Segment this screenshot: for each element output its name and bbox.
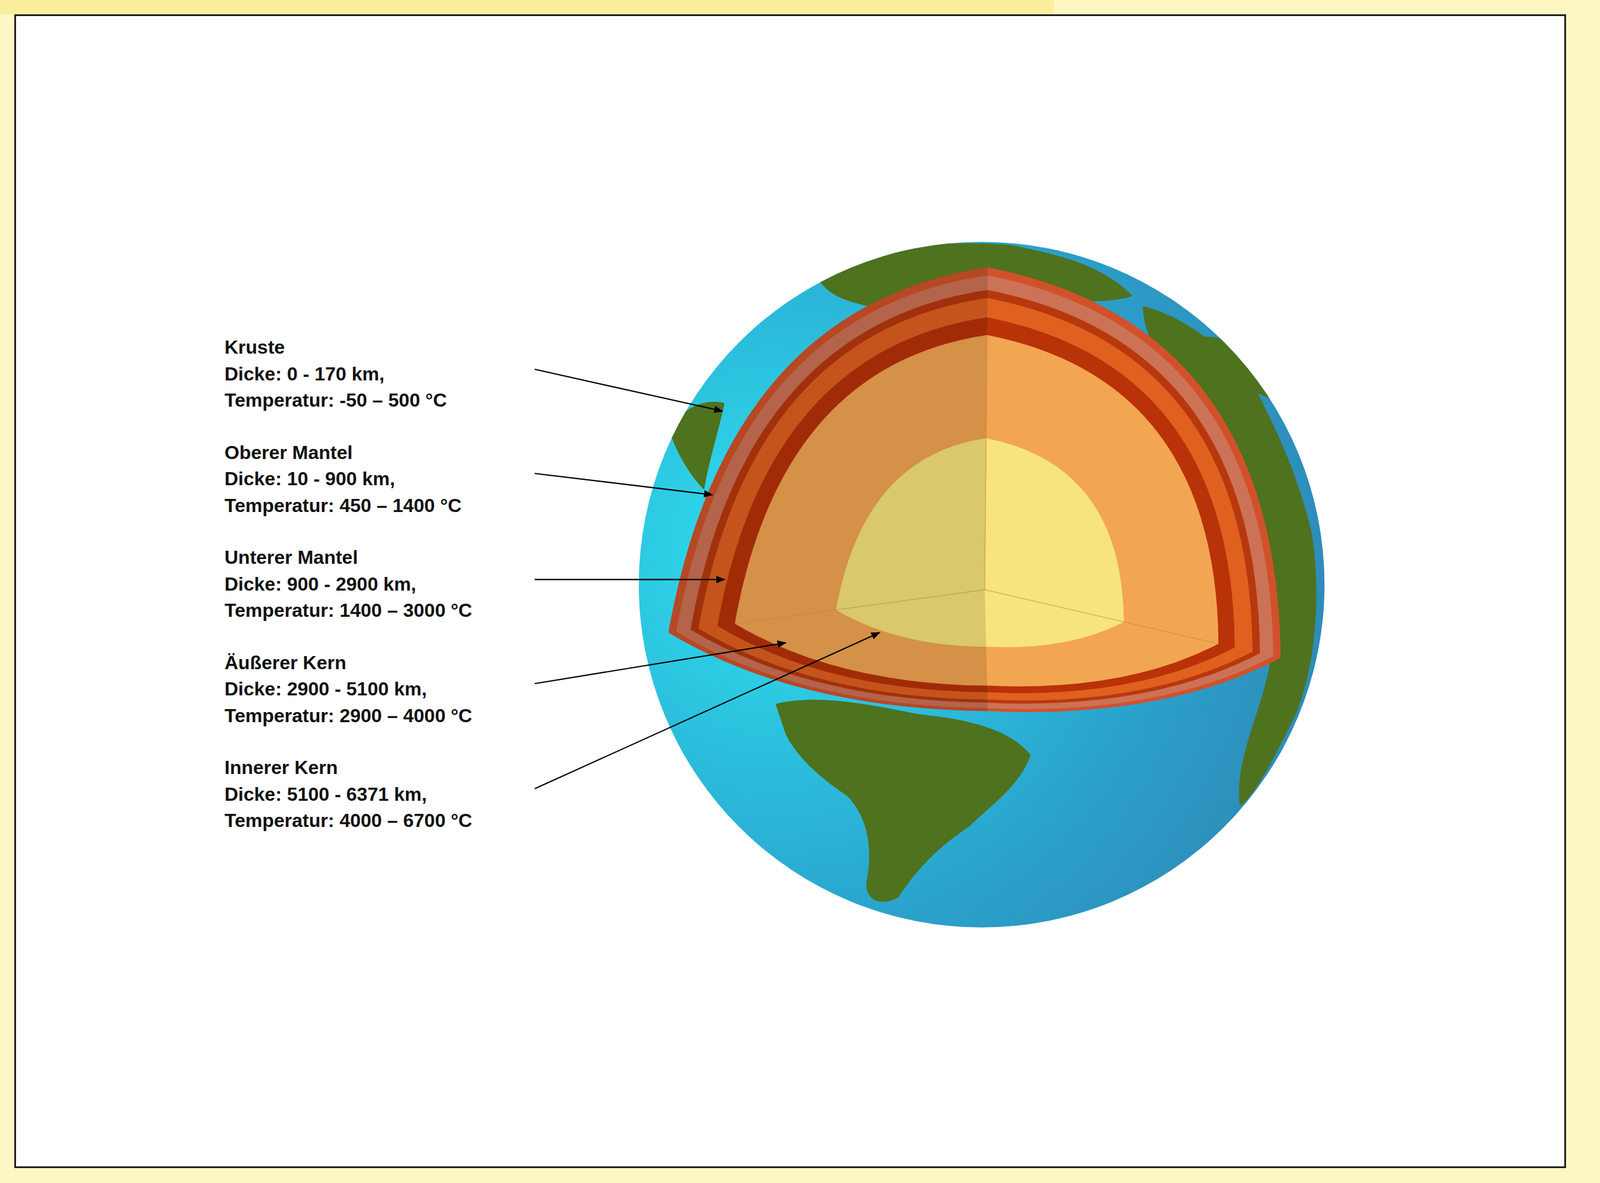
layer-value: Temperatur: 1400 – 3000 °C <box>224 598 473 623</box>
layer-value: Temperatur: 4000 – 6700 °C <box>224 808 473 833</box>
earth-layer <box>698 297 1253 701</box>
leader-lines <box>534 369 880 789</box>
globe <box>638 241 1325 928</box>
layer-name: Oberer Mantel <box>224 440 353 465</box>
cut-edge <box>984 590 1219 645</box>
layer-name: Kruste <box>224 335 285 360</box>
earth-layer <box>676 275 1274 710</box>
cut-edge <box>734 590 985 625</box>
layer-name: Unterer Mantel <box>224 545 358 570</box>
layer-value: Dicke: 10 - 900 km, <box>224 466 395 491</box>
layer-name: Äußerer Kern <box>224 650 347 675</box>
layer-value: Temperatur: -50 – 500 °C <box>224 388 447 413</box>
continents <box>668 242 1316 902</box>
layer-value: Dicke: 2900 - 5100 km, <box>224 677 427 701</box>
layer-shade <box>668 267 988 711</box>
layer-value: Dicke: 900 - 2900 km, <box>224 572 417 597</box>
layer-shade <box>690 289 988 703</box>
layer-shade <box>836 438 987 647</box>
cut-edge <box>984 335 988 591</box>
layer-shade <box>698 297 988 700</box>
earth-layer <box>690 289 1260 704</box>
layer-shade <box>717 317 988 693</box>
layer-value: Temperatur: 450 – 1400 °C <box>224 493 462 518</box>
earth-layer <box>668 267 1281 713</box>
top-bar <box>0 0 1054 15</box>
layer-name: Innerer Kern <box>224 755 338 780</box>
earth-layer <box>734 335 1219 687</box>
earth-layer <box>836 438 1124 648</box>
layer-value: Temperatur: 2900 – 4000 °C <box>224 703 473 728</box>
cutaway <box>668 267 1281 713</box>
layer-shade <box>676 275 988 709</box>
earth-layer <box>717 317 1235 694</box>
layer-value: Dicke: 5100 - 6371 km, <box>224 782 427 807</box>
layer-value: Dicke: 0 - 170 km, <box>224 362 385 386</box>
layer-shade <box>734 335 988 686</box>
